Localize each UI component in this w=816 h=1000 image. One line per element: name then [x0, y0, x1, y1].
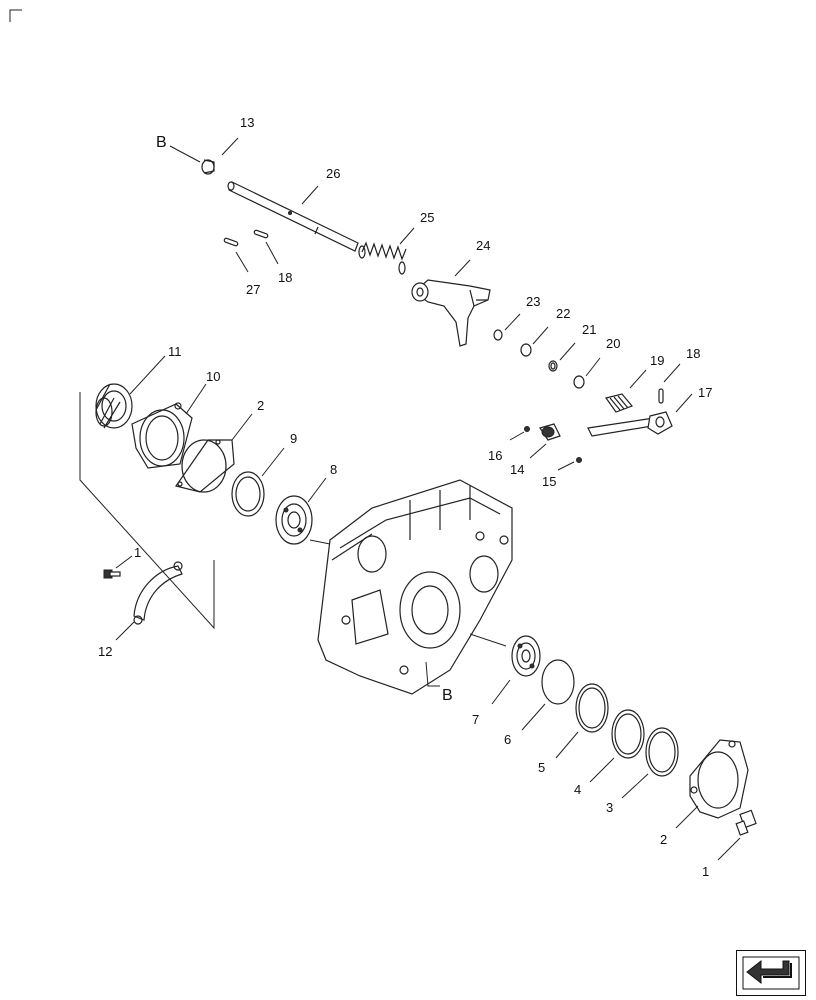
callout-16: 16: [488, 448, 502, 463]
transmission-housing: [317, 479, 513, 695]
part-15-ball: [576, 457, 582, 463]
part-1-bolt-right: [735, 809, 757, 836]
part-16-ball: [524, 426, 530, 432]
callout-27: 27: [246, 282, 260, 297]
part-13-bushing: [201, 159, 215, 175]
part-6-ring: [541, 659, 575, 705]
callout-14: 14: [510, 462, 524, 477]
callout-12: 12: [98, 644, 112, 659]
callout-21: 21: [582, 322, 596, 337]
callout-22: 22: [556, 306, 570, 321]
part-4-ring: [611, 709, 645, 759]
part-14-detent: [539, 423, 561, 441]
part-27-pin: [223, 237, 239, 247]
arrow-down-left-icon: [742, 956, 800, 990]
callout-20: 20: [606, 336, 620, 351]
callout-15: 15: [542, 474, 556, 489]
callout-25: 25: [420, 210, 434, 225]
part-5-ring: [575, 683, 609, 733]
part-8-bearing: [275, 495, 313, 545]
part-21-ring: [548, 360, 558, 372]
callout-9: 9: [290, 431, 297, 446]
part-2-gasket-left: [175, 439, 235, 493]
callout-4: 4: [574, 782, 581, 797]
part-20-ring: [573, 375, 585, 389]
part-25-spring: [358, 241, 407, 275]
callout-26: 26: [326, 166, 340, 181]
part-23-ring: [493, 329, 503, 341]
part-26-shift-rail: [227, 181, 359, 252]
callout-18-upper: 18: [278, 270, 292, 285]
callout-19: 19: [650, 353, 664, 368]
part-9-ring: [231, 471, 265, 517]
callout-6: 6: [504, 732, 511, 747]
callout-23: 23: [526, 294, 540, 309]
callout-5: 5: [538, 760, 545, 775]
part-7-bearing: [511, 635, 541, 677]
part-10-retainer: [131, 402, 193, 469]
callout-3: 3: [606, 800, 613, 815]
callout-17: 17: [698, 385, 712, 400]
ref-label-b-top: B: [156, 134, 167, 151]
part-1-bolt-left: [103, 569, 121, 579]
ref-label-b-bottom: B: [442, 687, 453, 704]
part-2-cover-right: [689, 739, 749, 819]
part-24-shift-fork: [411, 279, 491, 347]
callout-2-left: 2: [257, 398, 264, 413]
detail-frame: [79, 392, 215, 630]
callout-1-right: 1: [702, 864, 709, 879]
part-22-ring: [520, 343, 532, 357]
part-17-shift-lever: [587, 411, 673, 437]
callout-1-left: 1: [134, 545, 141, 560]
callout-13: 13: [240, 115, 254, 130]
callout-18-lower: 18: [686, 346, 700, 361]
part-19-sleeve: [604, 393, 634, 413]
callout-2-right: 2: [660, 832, 667, 847]
callout-11: 11: [168, 344, 182, 359]
part-12-plate: [133, 561, 183, 625]
callout-8: 8: [330, 462, 337, 477]
part-3-ring: [645, 727, 679, 777]
corner-mark: [9, 9, 22, 22]
part-11-seal: [95, 383, 133, 429]
callout-7: 7: [472, 712, 479, 727]
part-18-pin-lower: [658, 388, 664, 404]
callout-10: 10: [206, 369, 220, 384]
return-button[interactable]: [736, 950, 806, 996]
callout-24: 24: [476, 238, 490, 253]
part-18-pin-upper: [253, 229, 269, 239]
